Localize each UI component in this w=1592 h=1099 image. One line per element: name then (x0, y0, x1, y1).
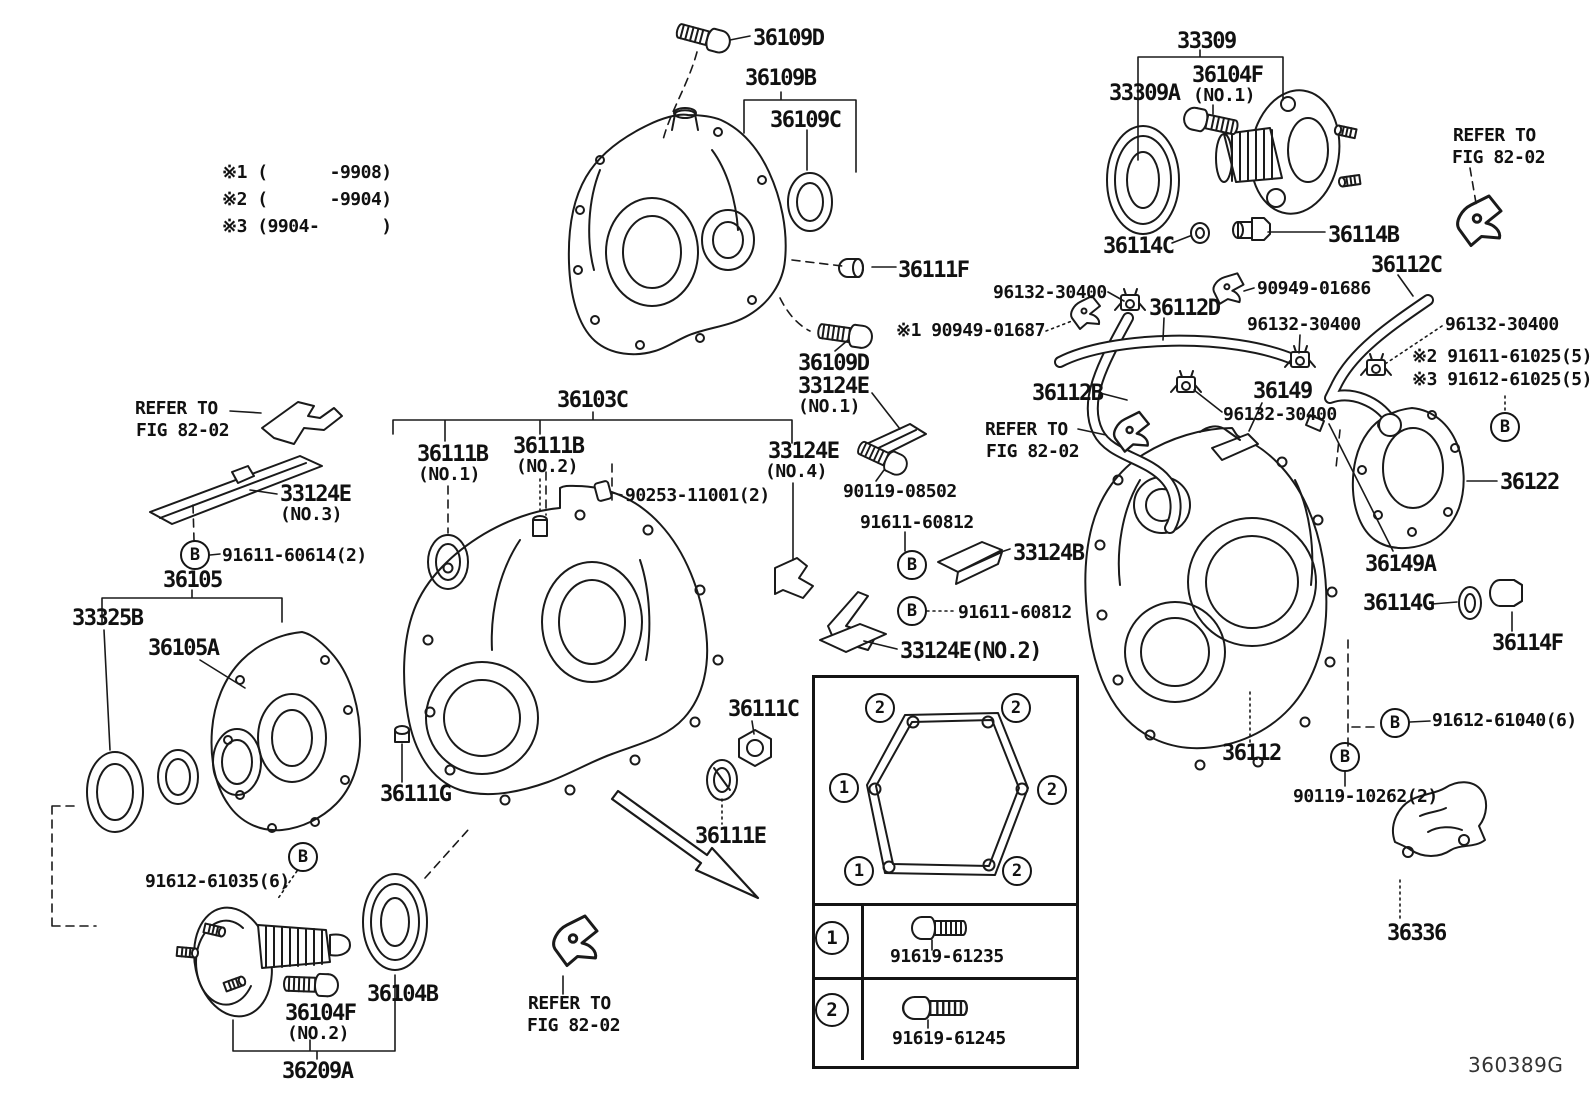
part-number-label: (NO.1) (1193, 85, 1256, 106)
part-number-label: (NO.4) (765, 461, 828, 482)
part-number-label: 36109D (753, 26, 825, 51)
part-number-label: 96132-30400 (993, 282, 1107, 303)
part-number-label: 36114F (1492, 631, 1564, 656)
footnote-label: ※3 (9904- ) (222, 216, 392, 237)
part-number-label: 36209A (282, 1059, 354, 1084)
part-number-label: 36111B (417, 442, 489, 467)
part-number-label: 36336 (1387, 921, 1447, 946)
part-number-label: 91612-61040(6) (1432, 710, 1577, 731)
part-number-label: 36111G (380, 782, 452, 807)
part-number-label: 36112C (1371, 253, 1443, 278)
part-number-label: (NO.3) (280, 504, 343, 525)
part-number-label: 36114G (1363, 591, 1435, 616)
figure-reference-label: FIG 82-02 (136, 420, 230, 441)
part-number-label: (NO.1) (418, 464, 481, 485)
figure-code: 360389G (1468, 1053, 1564, 1077)
footnote-label: ※2 91611-61025(5) (1412, 346, 1592, 367)
gasket-position-marker: 2 (865, 693, 895, 723)
bolt-marker-B: B (180, 540, 210, 570)
gasket-position-marker: 2 (1001, 693, 1031, 723)
part-number-label: 36112B (1032, 381, 1104, 406)
part-number-label: 36149 (1253, 379, 1313, 404)
part-number-label: 36111B (513, 434, 585, 459)
part-number-label: 91612-61035(6) (145, 871, 290, 892)
figure-reference-label: REFER TO (985, 419, 1068, 440)
gasket-position-marker: 1 (844, 856, 874, 886)
part-number-label: 36109D (798, 351, 870, 376)
part-number-label: 36105 (163, 568, 223, 593)
part-number-label: 90119-10262(2) (1293, 786, 1438, 807)
bolt-marker-B: B (897, 596, 927, 626)
part-number-label: 36111C (728, 697, 800, 722)
footnote-label: ※1 ( -9908) (222, 162, 392, 183)
part-number-label: 36114B (1328, 223, 1400, 248)
part-number-label: 36109B (745, 66, 817, 91)
part-number-label: 33309A (1109, 81, 1181, 106)
part-number-label: 90253-11001(2) (625, 485, 770, 506)
part-number-label: 36104F (1192, 63, 1264, 88)
part-number-label: (NO.2) (516, 456, 579, 477)
part-number-label: 33124E (798, 374, 870, 399)
part-number-label: 91611-60614(2) (222, 545, 367, 566)
part-number-label: 36109C (770, 108, 842, 133)
figure-reference-label: REFER TO (1453, 125, 1536, 146)
part-number-label: 36122 (1500, 470, 1560, 495)
part-number-label: 33124E (280, 482, 352, 507)
part-number-label: 90949-01686 (1257, 278, 1371, 299)
part-number-label: 36111F (898, 258, 970, 283)
part-number-label: 96132-30400 (1223, 404, 1337, 425)
part-number-label: 36105A (148, 636, 220, 661)
figure-reference-label: FIG 82-02 (1452, 147, 1546, 168)
part-number-label: 91619-61245 (892, 1028, 1006, 1049)
part-number-label: 36112D (1149, 296, 1221, 321)
gasket-position-marker: 1 (829, 773, 859, 803)
part-number-label: 36114C (1103, 234, 1175, 259)
figure-reference-label: FIG 82-02 (986, 441, 1080, 462)
part-number-label: 33124E(NO.2) (900, 639, 1042, 664)
footnote-label: ※2 ( -9904) (222, 189, 392, 210)
part-number-label: 96132-30400 (1247, 314, 1361, 335)
part-number-label: 36104B (367, 982, 439, 1007)
part-number-label: (NO.1) (798, 396, 861, 417)
part-number-label: 33325B (72, 606, 144, 631)
part-number-label: 36104F (285, 1001, 357, 1026)
part-number-label: 36112 (1222, 741, 1282, 766)
gasket-position-marker: 2 (1037, 775, 1067, 805)
part-number-label: (NO.2) (287, 1023, 350, 1044)
bolt-marker-B: B (288, 842, 318, 872)
gasket-position-marker: 1 (815, 921, 849, 955)
part-number-label: 36103C (557, 388, 629, 413)
footnote-label: ※3 91612-61025(5) (1412, 369, 1592, 390)
gasket-position-marker: 2 (815, 993, 849, 1027)
footnote-label: ※1 90949-01687 (896, 320, 1045, 341)
bolt-marker-B: B (1490, 412, 1520, 442)
figure-reference-label: REFER TO (528, 993, 611, 1014)
part-number-label: 96132-30400 (1445, 314, 1559, 335)
part-number-label: 91619-61235 (890, 946, 1004, 967)
part-number-label: 33124B (1013, 541, 1085, 566)
gasket-position-marker: 2 (1002, 856, 1032, 886)
part-number-label: 90119-08502 (843, 481, 957, 502)
part-number-label: 91611-60812 (860, 512, 974, 533)
bolt-marker-B: B (1330, 742, 1360, 772)
bolt-marker-B: B (897, 550, 927, 580)
part-number-label: 33309 (1177, 29, 1237, 54)
part-number-label: 33124E (768, 439, 840, 464)
figure-reference-label: REFER TO (135, 398, 218, 419)
part-number-label: 91611-60812 (958, 602, 1072, 623)
figure-reference-label: FIG 82-02 (527, 1015, 621, 1036)
part-number-label: 36111E (695, 824, 767, 849)
bolt-marker-B: B (1380, 708, 1410, 738)
part-number-label: 36149A (1365, 552, 1437, 577)
